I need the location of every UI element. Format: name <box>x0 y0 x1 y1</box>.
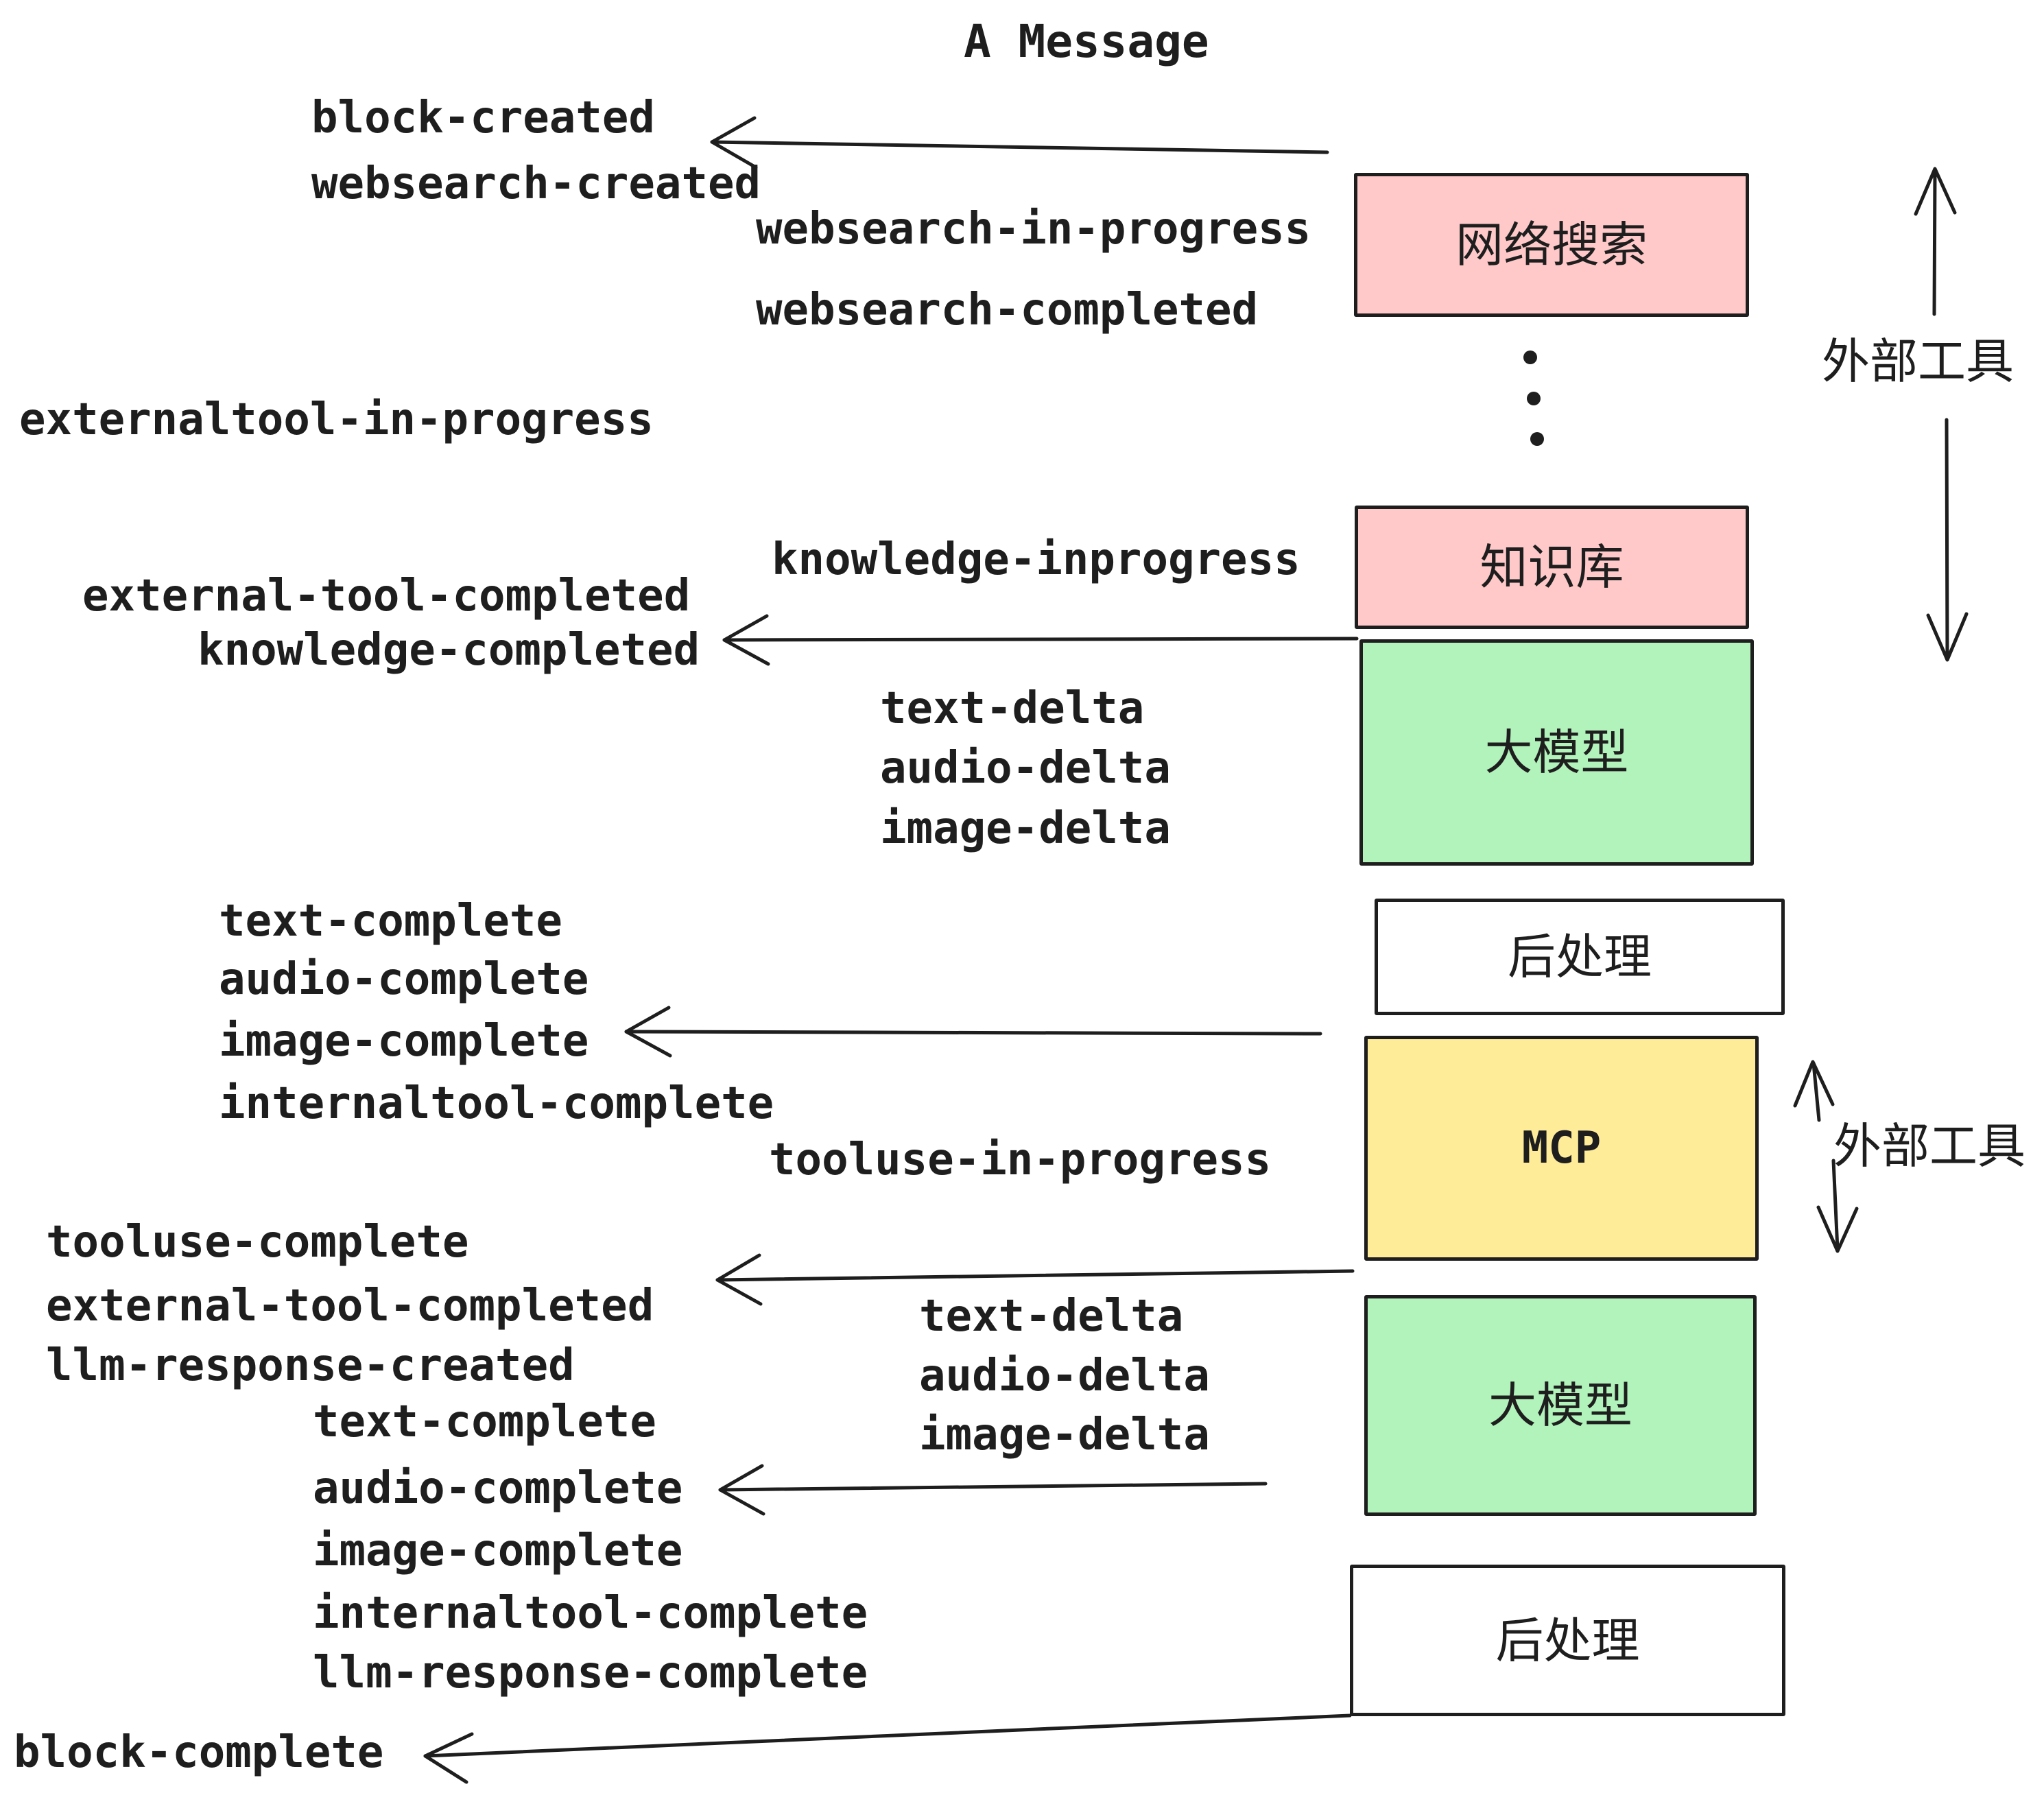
box-label: 网络搜索 <box>1455 217 1648 273</box>
ellipsis-dots <box>1523 351 1544 446</box>
box-knowledge: 知识库 <box>1355 506 1749 629</box>
event-text-delta-2: text-delta <box>919 1291 1184 1342</box>
event-websearch-created: websearch-created <box>311 158 761 209</box>
box-postprocess-2: 后处理 <box>1350 1565 1785 1716</box>
box-llm-2: 大模型 <box>1364 1295 1757 1516</box>
box-postprocess-1: 后处理 <box>1375 899 1785 1015</box>
box-label: 大模型 <box>1484 724 1629 781</box>
event-audio-delta-2: audio-delta <box>919 1351 1210 1401</box>
event-audio-delta-1: audio-delta <box>880 743 1171 794</box>
side-label-external-tools-1: 外部工具 <box>1822 333 2014 390</box>
event-image-delta-2: image-delta <box>919 1410 1210 1460</box>
box-label: 大模型 <box>1488 1377 1632 1434</box>
event-internaltool-complete-2: internaltool-complete <box>313 1588 868 1639</box>
event-image-complete-2: image-complete <box>313 1526 683 1576</box>
event-external-tool-completed-2: external-tool-completed <box>46 1281 654 1331</box>
box-label: 后处理 <box>1495 1612 1640 1669</box>
event-text-delta-1: text-delta <box>880 683 1145 734</box>
event-block-complete: block-complete <box>14 1727 384 1778</box>
arrow-knowledge-completed <box>722 614 1359 666</box>
box-label: 知识库 <box>1479 539 1624 595</box>
event-websearch-in-progress: websearch-in-progress <box>756 204 1311 254</box>
box-mcp: MCP <box>1364 1036 1759 1261</box>
arrow-block-complete <box>423 1713 1352 1784</box>
arrow-audio-complete <box>718 1464 1268 1516</box>
event-audio-complete-2: audio-complete <box>313 1463 683 1514</box>
double-arrow-external-tools-2 <box>1793 1060 1859 1253</box>
arrow-block-created <box>710 116 1329 169</box>
diagram-title: A Message <box>964 15 1209 68</box>
event-audio-complete-1: audio-complete <box>219 954 589 1005</box>
box-label: MCP <box>1521 1123 1602 1174</box>
arrow-tooluse-complete <box>715 1253 1355 1306</box>
event-text-complete-2: text-complete <box>313 1397 656 1447</box>
event-llm-response-created: llm-response-created <box>46 1340 575 1391</box>
event-image-delta-1: image-delta <box>880 803 1171 854</box>
double-arrow-external-tools-1 <box>1914 167 1969 662</box>
event-block-created: block-created <box>311 93 655 143</box>
event-knowledge-completed: knowledge-completed <box>198 625 700 676</box>
event-external-tool-completed-1: external-tool-completed <box>82 571 691 621</box>
event-tooluse-in-progress: tooluse-in-progress <box>769 1135 1272 1185</box>
box-websearch: 网络搜索 <box>1354 173 1749 317</box>
event-image-complete-1: image-complete <box>219 1016 589 1067</box>
event-tooluse-complete: tooluse-complete <box>46 1217 469 1268</box>
arrow-image-complete <box>624 1006 1322 1058</box>
side-label-external-tools-2: 外部工具 <box>1833 1118 2025 1174</box>
event-websearch-completed: websearch-completed <box>756 285 1259 335</box>
box-label: 后处理 <box>1508 929 1652 985</box>
event-externaltool-in-progress: externaltool-in-progress <box>19 394 654 445</box>
event-llm-response-complete: llm-response-complete <box>313 1648 868 1698</box>
event-text-complete-1: text-complete <box>219 896 562 947</box>
box-llm-1: 大模型 <box>1359 639 1754 866</box>
event-knowledge-inprogress: knowledge-inprogress <box>772 534 1300 585</box>
event-internaltool-complete-1: internaltool-complete <box>219 1078 774 1129</box>
